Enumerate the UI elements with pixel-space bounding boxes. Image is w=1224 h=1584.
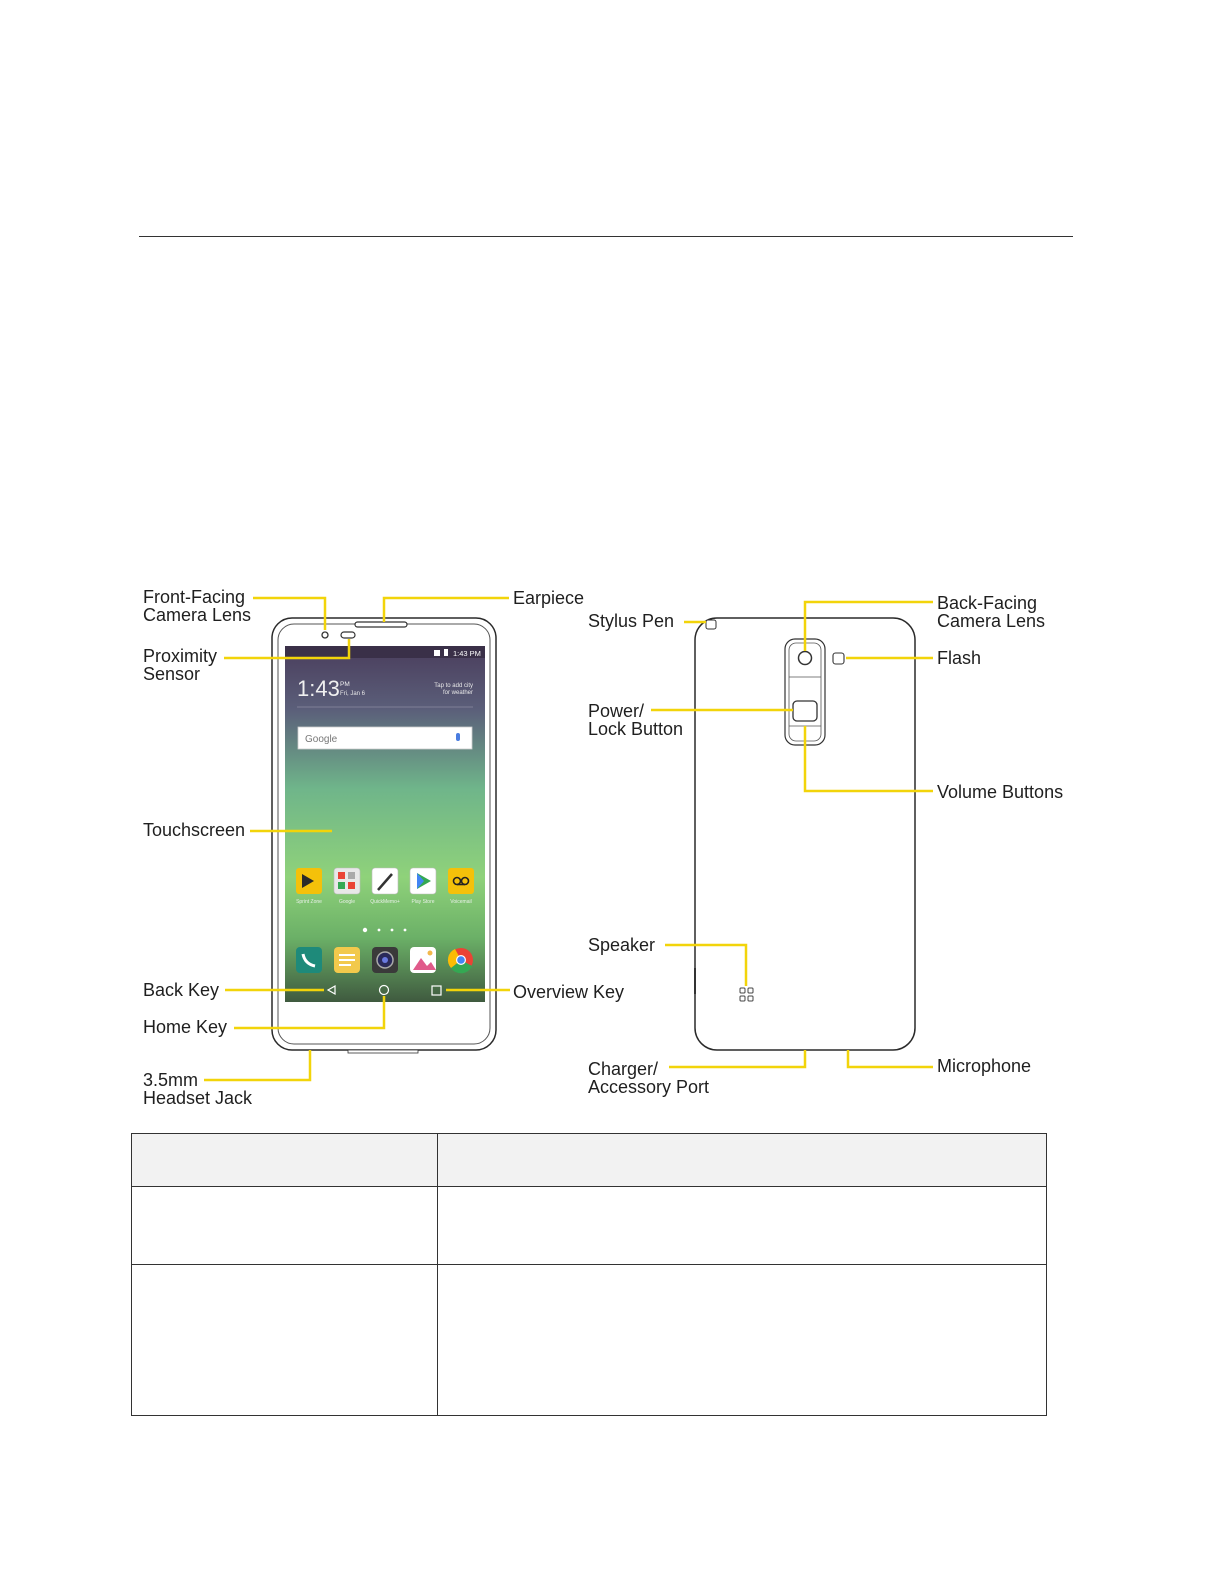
table-header-row	[131, 1133, 1047, 1187]
table-cell	[437, 1186, 1047, 1265]
mic-icon	[456, 733, 460, 741]
table-cell	[131, 1264, 438, 1416]
app-labels: Sprint Zone Google QuickMemo+ Play Store…	[296, 899, 472, 905]
back-camera-lens-icon	[797, 650, 813, 666]
proximity-sensor-icon	[340, 631, 356, 639]
label-charger: Charger/Accessory Port	[588, 1059, 710, 1097]
label-volume: Volume Buttons	[937, 782, 1064, 802]
power-lock-button	[792, 700, 818, 722]
phone-illustration: 1:43 PM 1:43 PM Fri, Jan 6 Tap to add ci…	[204, 596, 933, 1082]
label-earpiece: Earpiece	[513, 588, 585, 608]
phone-icon	[296, 947, 322, 973]
bottom-edge	[347, 1049, 419, 1054]
clock-time: 1:43	[297, 676, 340, 701]
app-label: Play Store	[411, 899, 434, 905]
clock-ampm: PM	[340, 681, 350, 688]
label-speaker: Speaker	[588, 935, 656, 955]
table-cell	[131, 1186, 438, 1265]
weather-line1: Tap to add city	[434, 683, 473, 689]
page-indicator	[362, 927, 407, 933]
back-phone	[694, 617, 916, 1051]
front-phone: 1:43 PM 1:43 PM Fri, Jan 6 Tap to add ci…	[271, 617, 497, 1054]
label-power-lock: Power/Lock Button	[588, 701, 684, 739]
weather-line2: for weather	[443, 690, 473, 696]
front-camera-icon	[321, 631, 329, 639]
table-row	[131, 1264, 1047, 1416]
speaker-grille-icon	[739, 987, 754, 1002]
table-cell	[437, 1264, 1047, 1416]
google-folder-icon	[333, 867, 361, 895]
app-label: Voicemail	[450, 899, 471, 905]
google-search-bar	[297, 726, 473, 750]
touchscreen-display	[285, 646, 485, 1002]
label-flash: Flash	[937, 648, 982, 668]
status-time: 1:43 PM	[453, 649, 481, 658]
search-brand: Google	[305, 734, 338, 745]
app-label: Google	[339, 899, 355, 905]
label-back-key: Back Key	[143, 980, 220, 1000]
home-circle-icon	[378, 984, 390, 996]
overview-square-icon	[431, 985, 442, 996]
parts-table	[131, 1133, 1047, 1416]
table-header-cell	[131, 1133, 438, 1187]
app-icon-row	[296, 867, 474, 895]
earpiece-slot	[354, 621, 408, 628]
app-label: Sprint Zone	[296, 899, 322, 905]
app-label: QuickMemo+	[370, 899, 400, 905]
label-home-key: Home Key	[143, 1017, 228, 1037]
flash-icon	[832, 652, 845, 665]
table-row	[131, 1186, 1047, 1265]
label-overview-key: Overview Key	[513, 982, 625, 1002]
back-triangle-icon	[326, 984, 336, 996]
table-header-cell	[437, 1133, 1047, 1187]
header-rule	[139, 236, 1073, 237]
clock-date: Fri, Jan 6	[340, 691, 366, 697]
battery-icon	[444, 649, 448, 656]
label-touchscreen: Touchscreen	[143, 820, 246, 840]
dock-icons	[296, 947, 473, 974]
signal-icon	[434, 650, 440, 656]
phone-parts-diagram: 1:43 PM 1:43 PM Fri, Jan 6 Tap to add ci…	[0, 560, 1224, 1120]
callout-lines	[204, 596, 933, 1082]
stylus-pen-tip	[705, 619, 717, 630]
label-stylus: Stylus Pen	[588, 611, 675, 631]
label-microphone: Microphone	[937, 1056, 1032, 1076]
